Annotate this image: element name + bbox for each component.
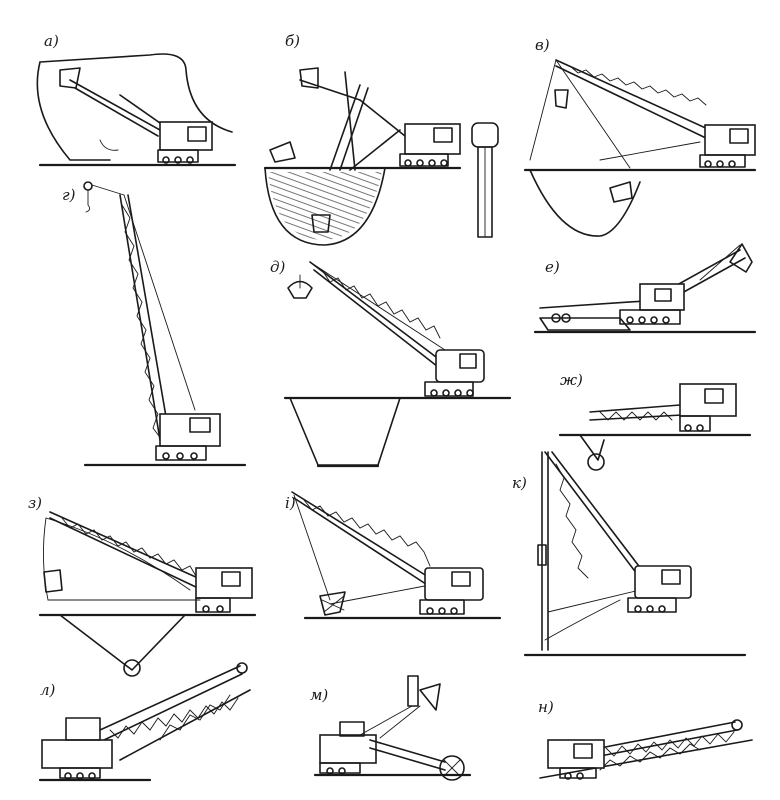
panel-m: м) [310,675,472,781]
panel-d: д) [270,258,512,468]
panel-l-label: л) [40,681,56,699]
panel-k: к) [512,451,747,657]
panel-zh-label: ж) [560,371,583,389]
panel-l: л) [38,662,251,782]
panel-m-label: м) [310,686,328,704]
panel-a-label: а) [44,32,59,50]
panel-k-label: к) [512,474,527,492]
panel-e-label: е) [545,258,560,276]
panel-zh: ж) [558,371,752,471]
panel-g: г) [62,181,247,467]
panel-d-label: д) [270,258,286,276]
panel-b-label: б) [285,32,300,50]
panel-v: в) [523,36,757,237]
panel-n: н) [538,698,753,780]
panel-n-label: н) [538,698,554,716]
panel-b: б) [263,32,499,246]
panel-z: з) [28,494,257,677]
panel-a: а) [36,32,237,167]
panel-v-label: в) [535,36,550,54]
panel-z-label: з) [28,494,42,512]
panel-i: і) [285,491,502,620]
panel-g-label: г) [62,186,76,204]
panel-e: е) [533,243,757,334]
panel-i-label: і) [285,494,296,512]
